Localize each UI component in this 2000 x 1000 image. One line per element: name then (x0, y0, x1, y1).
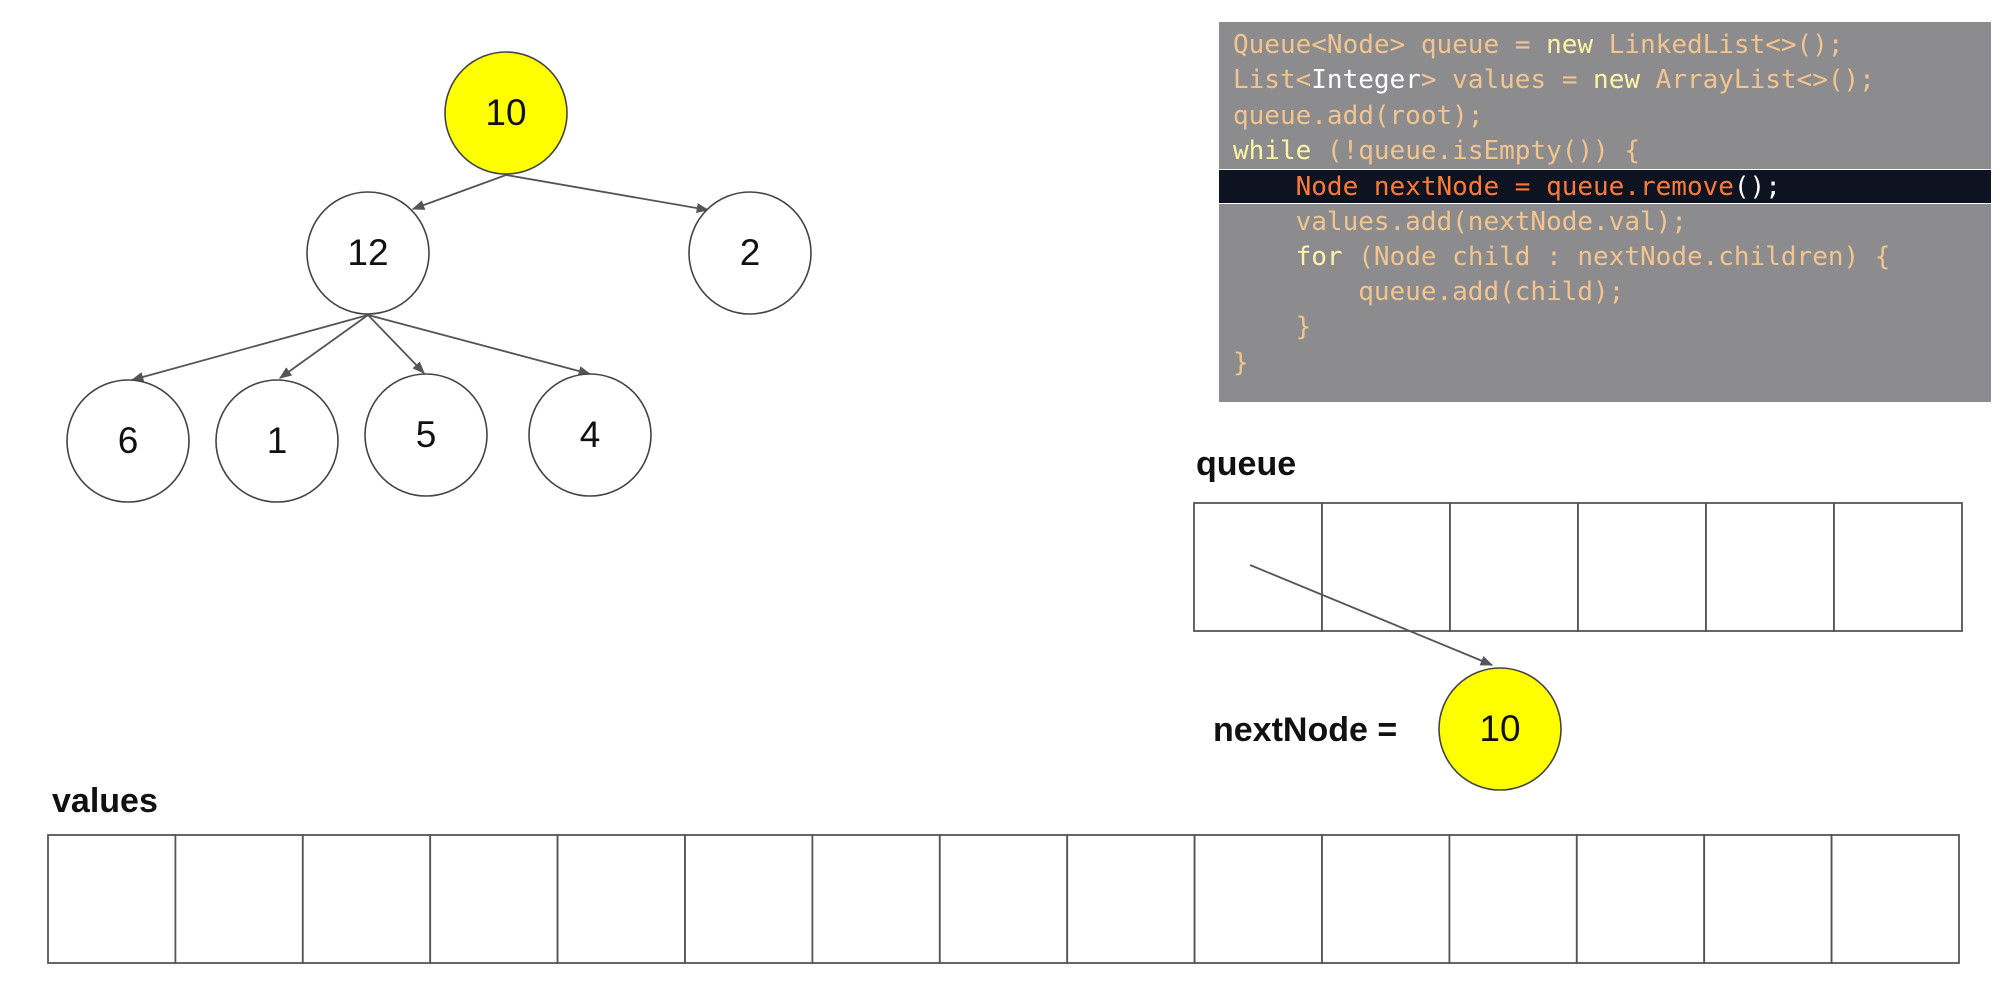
node-circle (364, 373, 488, 497)
code-line: queue.add(root); (1219, 99, 1991, 134)
values-cell (1066, 834, 1196, 964)
code-token: ArrayList<>(); (1640, 65, 1875, 96)
node-circle (528, 373, 652, 497)
queue-cell (1833, 502, 1963, 632)
node-value: 10 (485, 92, 526, 133)
values-cell (811, 834, 941, 964)
code-line: queue.add(child); (1219, 275, 1991, 310)
edge-12-6 (130, 314, 369, 382)
edge-10-12 (411, 174, 507, 210)
node-circle (688, 191, 812, 315)
values-array (47, 834, 1960, 964)
code-token: queue.add(root); (1233, 100, 1484, 131)
code-token: for (1295, 241, 1343, 272)
values-cell (1193, 834, 1323, 964)
values-cell (301, 834, 432, 964)
code-token: while (1233, 135, 1312, 166)
node-value: 6 (118, 420, 139, 461)
values-label: values (52, 782, 158, 820)
values-cell (1703, 834, 1833, 964)
code-line: } (1219, 346, 1991, 381)
code-token: Queue<Node> queue = (1233, 30, 1547, 60)
code-line: values.add(nextNode.val); (1219, 205, 1991, 240)
node-circle (215, 379, 339, 503)
code-panel: Queue<Node> queue = new LinkedList<>();L… (1219, 22, 1991, 402)
queue-cell (1321, 502, 1451, 632)
code-line: Queue<Node> queue = new LinkedList<>(); (1219, 28, 1991, 63)
code-token: Node nextNode = queue.remove (1233, 172, 1734, 203)
values-cell (429, 834, 559, 964)
code-token: (Node child : nextNode.children) { (1342, 241, 1891, 272)
values-cell (1448, 834, 1578, 964)
edge-12-5 (367, 314, 425, 374)
code-token (1233, 242, 1296, 272)
node-circle (444, 51, 568, 175)
code-token: LinkedList<>(); (1593, 30, 1844, 60)
node-value: 1 (267, 420, 288, 461)
next-node: 10 (1438, 667, 1562, 791)
code-token: new (1593, 65, 1641, 96)
queue-cell (1193, 502, 1323, 632)
tree-node-1: 1 (215, 379, 339, 503)
code-token: } (1233, 312, 1312, 343)
values-cell (684, 834, 814, 964)
node-value: 10 (1479, 708, 1520, 749)
edge-10-2 (505, 174, 710, 214)
node-value: 12 (347, 232, 388, 273)
node-value: 4 (580, 414, 601, 455)
edge-12-1 (278, 314, 369, 379)
next-node-pointer-arrow (1249, 564, 1494, 666)
edge-12-4 (367, 314, 592, 376)
node-circle (306, 191, 430, 315)
values-cell (556, 834, 686, 964)
values-cell (938, 834, 1069, 964)
node-circle (1438, 667, 1562, 791)
node-value: 5 (416, 414, 437, 455)
tree-node-5: 5 (364, 373, 488, 497)
queue-cell (1705, 502, 1835, 632)
next-node-label: nextNode = (1213, 711, 1397, 749)
tree-node-2: 2 (688, 191, 812, 315)
tree-node-12: 12 (306, 191, 430, 315)
code-token: (); (1733, 172, 1781, 203)
code-token: (!queue.isEmpty()) { (1311, 135, 1641, 166)
values-cell (1321, 834, 1451, 964)
code-line: for (Node child : nextNode.children) { (1219, 240, 1991, 275)
queue-cell (1577, 502, 1707, 632)
code-token: new (1546, 30, 1594, 60)
tree-edges (130, 174, 710, 382)
code-token: Integer (1311, 65, 1421, 96)
code-line: } (1219, 310, 1991, 345)
code-token: values.add(nextNode.val); (1233, 206, 1687, 237)
code-line: while (!queue.isEmpty()) { (1219, 134, 1991, 169)
tree-node-4: 4 (528, 373, 652, 497)
values-cell (1830, 834, 1960, 964)
values-cell (174, 834, 304, 964)
code-token: List< (1233, 65, 1312, 96)
queue-array (1193, 502, 1963, 632)
values-cell (47, 834, 177, 964)
code-token: > values = (1420, 65, 1594, 96)
values-cell (1575, 834, 1706, 964)
code-line: List<Integer> values = new ArrayList<>()… (1219, 63, 1991, 98)
tree-node-6: 6 (66, 379, 190, 503)
node-value: 2 (740, 232, 761, 273)
queue-cell (1449, 502, 1579, 632)
code-line-highlighted: Node nextNode = queue.remove(); (1219, 169, 1991, 205)
queue-label: queue (1196, 445, 1296, 483)
tree-node-root: 10 (444, 51, 568, 175)
node-circle (66, 379, 190, 503)
code-token: } (1233, 347, 1249, 378)
code-token: queue.add(child); (1233, 277, 1625, 308)
